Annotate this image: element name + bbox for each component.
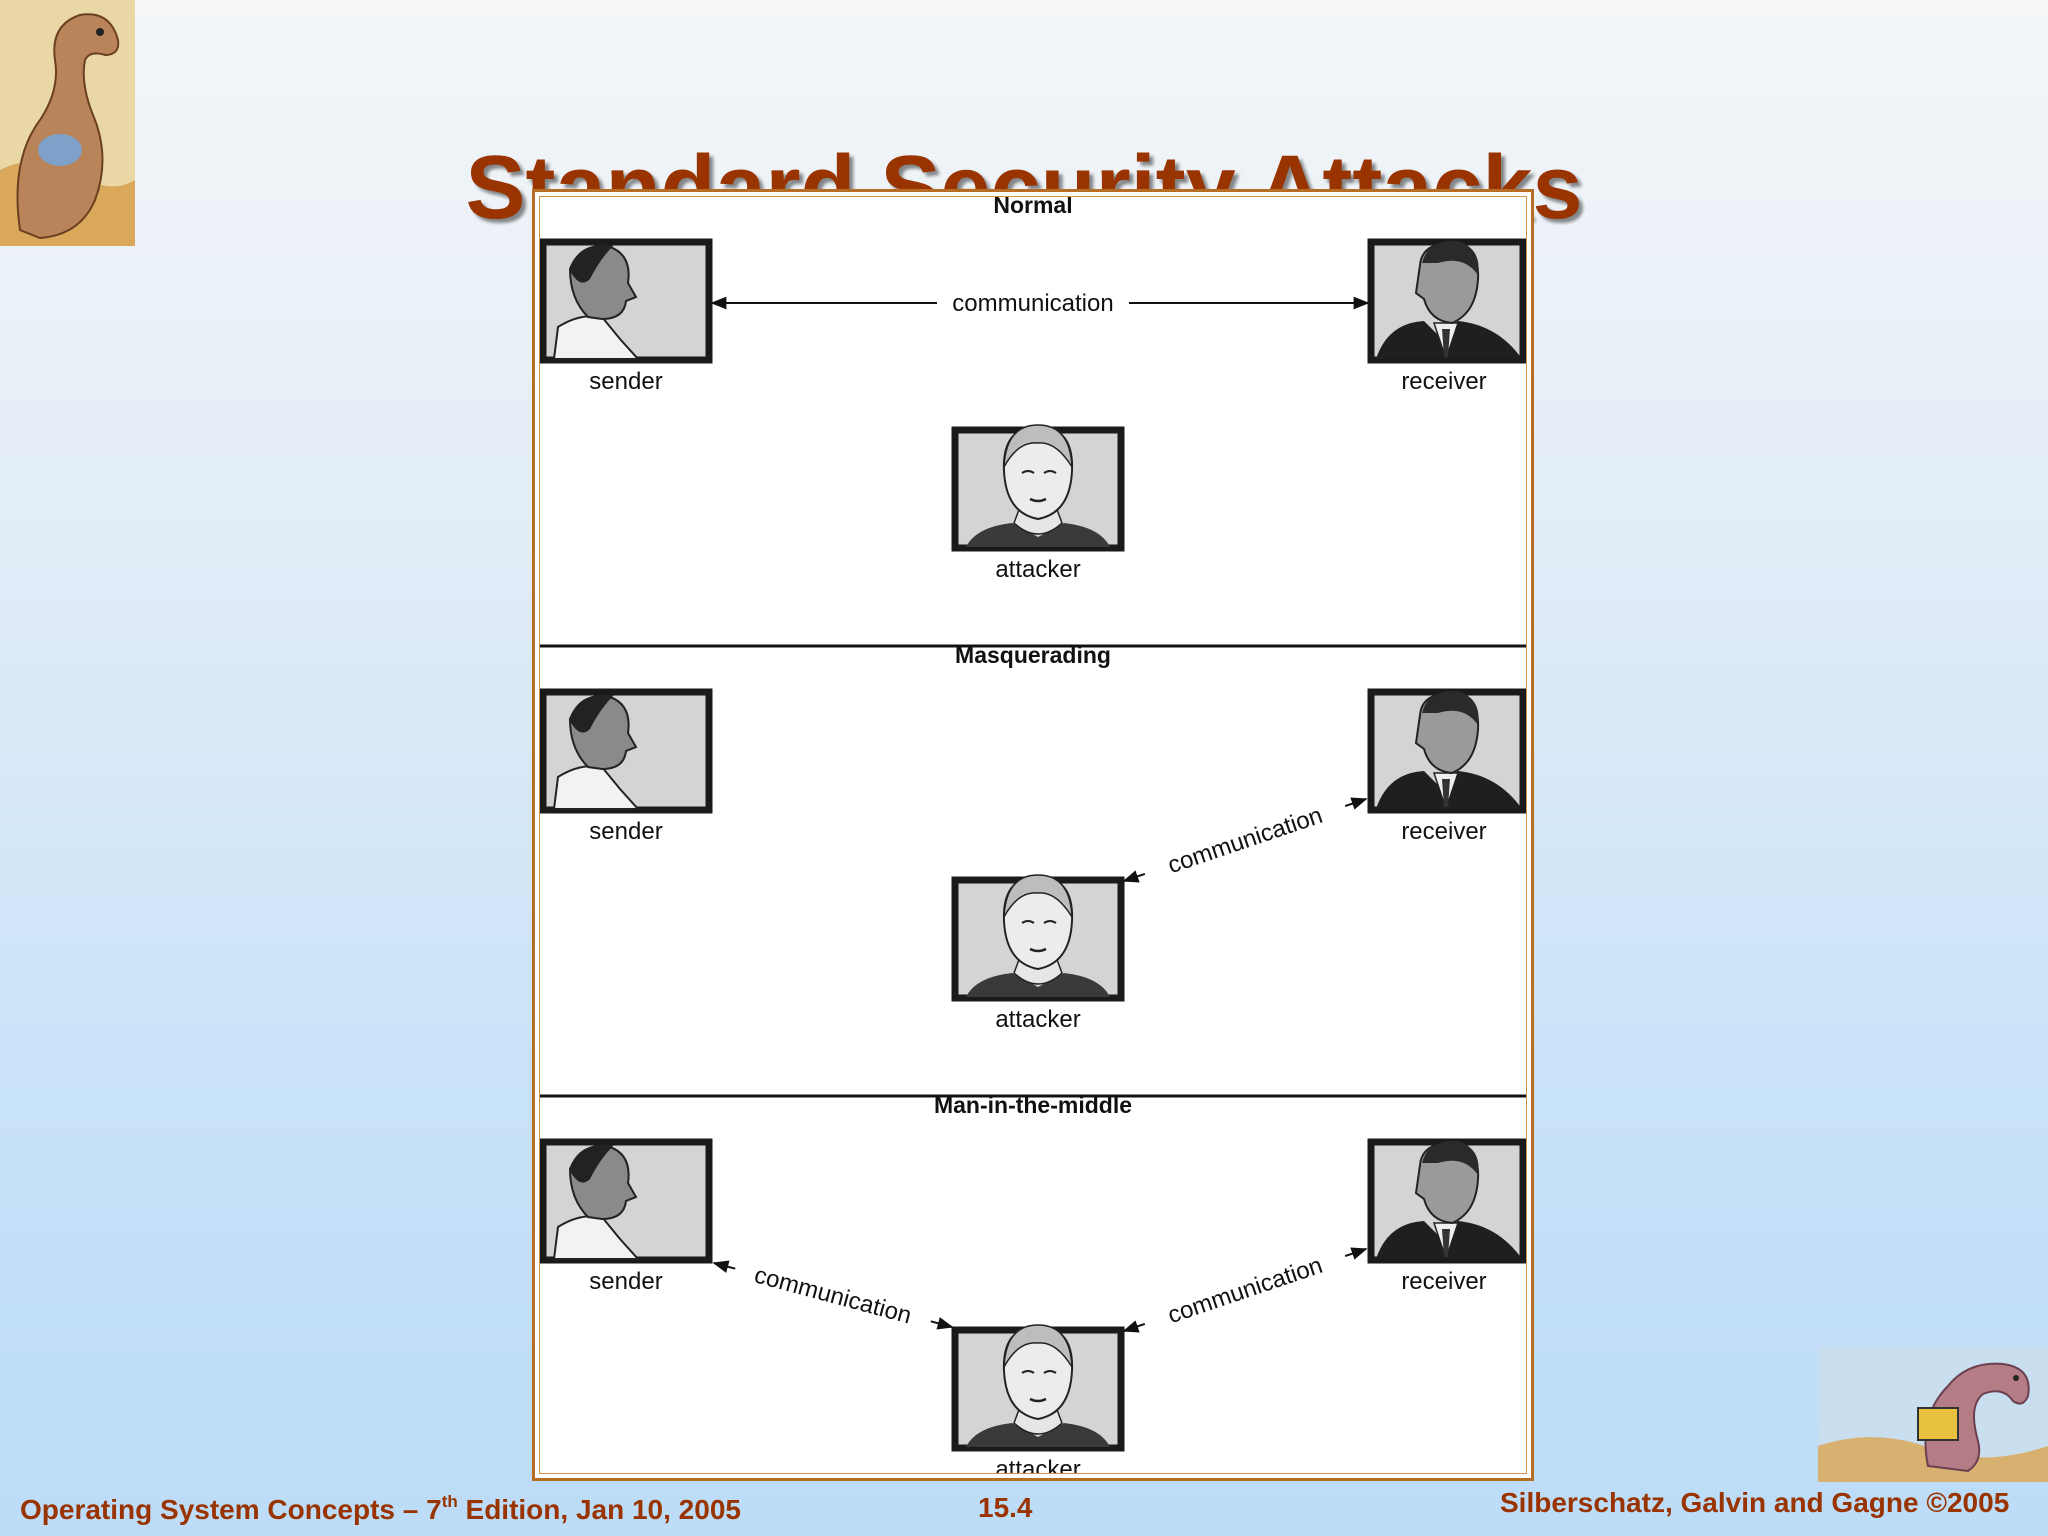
diagram-panel: Masquerading sender receiver attacker commun… xyxy=(540,642,1526,1033)
footer-course-title: Operating System Concepts – 7th Edition,… xyxy=(20,1492,741,1525)
attacker-label: attacker xyxy=(995,1006,1080,1033)
panel-title: Normal xyxy=(993,197,1072,218)
communication-arrow xyxy=(1122,1320,1146,1333)
sender-label: sender xyxy=(589,1268,662,1295)
receiver-label: receiver xyxy=(1401,368,1486,395)
diagram-panel: Normal sender receiver attacker communicatio… xyxy=(540,197,1526,583)
dinosaur-laptop-logo-icon xyxy=(1818,1346,2048,1482)
receiver-label: receiver xyxy=(1401,1268,1486,1295)
communication-arrow-group: communication xyxy=(1122,1247,1368,1333)
communication-arrow xyxy=(930,1317,954,1330)
figure-inner: Normal sender receiver attacker communicatio… xyxy=(539,196,1527,1474)
panel-title: Man-in-the-middle xyxy=(934,1092,1132,1118)
communication-label: communication xyxy=(1164,802,1326,879)
receiver-label: receiver xyxy=(1401,818,1486,845)
sender-label: sender xyxy=(589,818,662,845)
footer-copyright: Silberschatz, Galvin and Gagne ©2005 xyxy=(1500,1487,2010,1518)
dinosaur-logo-icon xyxy=(0,0,135,246)
receiver-portrait-icon xyxy=(1367,1138,1526,1264)
communication-label: communication xyxy=(751,1261,914,1329)
panel-title: Masquerading xyxy=(955,642,1111,668)
receiver-portrait-icon xyxy=(1367,238,1526,364)
attacker-portrait-icon xyxy=(951,874,1125,1002)
figure-frame: Normal sender receiver attacker communicatio… xyxy=(532,189,1534,1481)
communication-label: communication xyxy=(1164,1252,1326,1329)
communication-arrow xyxy=(1122,870,1146,883)
diagram-panel: Man-in-the-middle sender receiver attacker c… xyxy=(540,1092,1526,1473)
receiver-portrait-icon xyxy=(1367,688,1526,814)
sender-label: sender xyxy=(589,368,662,395)
sender-portrait-icon xyxy=(540,688,713,814)
communication-arrow xyxy=(712,1260,736,1273)
communication-arrow-group: communication xyxy=(712,1260,954,1330)
sender-portrait-icon xyxy=(540,238,713,364)
attacker-portrait-icon xyxy=(951,424,1125,552)
communication-arrow xyxy=(1344,797,1368,810)
sender-portrait-icon xyxy=(540,1138,713,1264)
communication-arrow xyxy=(1344,1247,1368,1260)
communication-arrow-group: communication xyxy=(1122,797,1368,883)
security-attacks-diagram: Normal sender receiver attacker communicatio… xyxy=(540,197,1526,1473)
communication-label: communication xyxy=(952,290,1113,317)
footer-page-number: 15.4 xyxy=(978,1492,1033,1523)
attacker-label: attacker xyxy=(995,556,1080,583)
attacker-label: attacker xyxy=(995,1456,1080,1473)
attacker-portrait-icon xyxy=(951,1324,1125,1452)
